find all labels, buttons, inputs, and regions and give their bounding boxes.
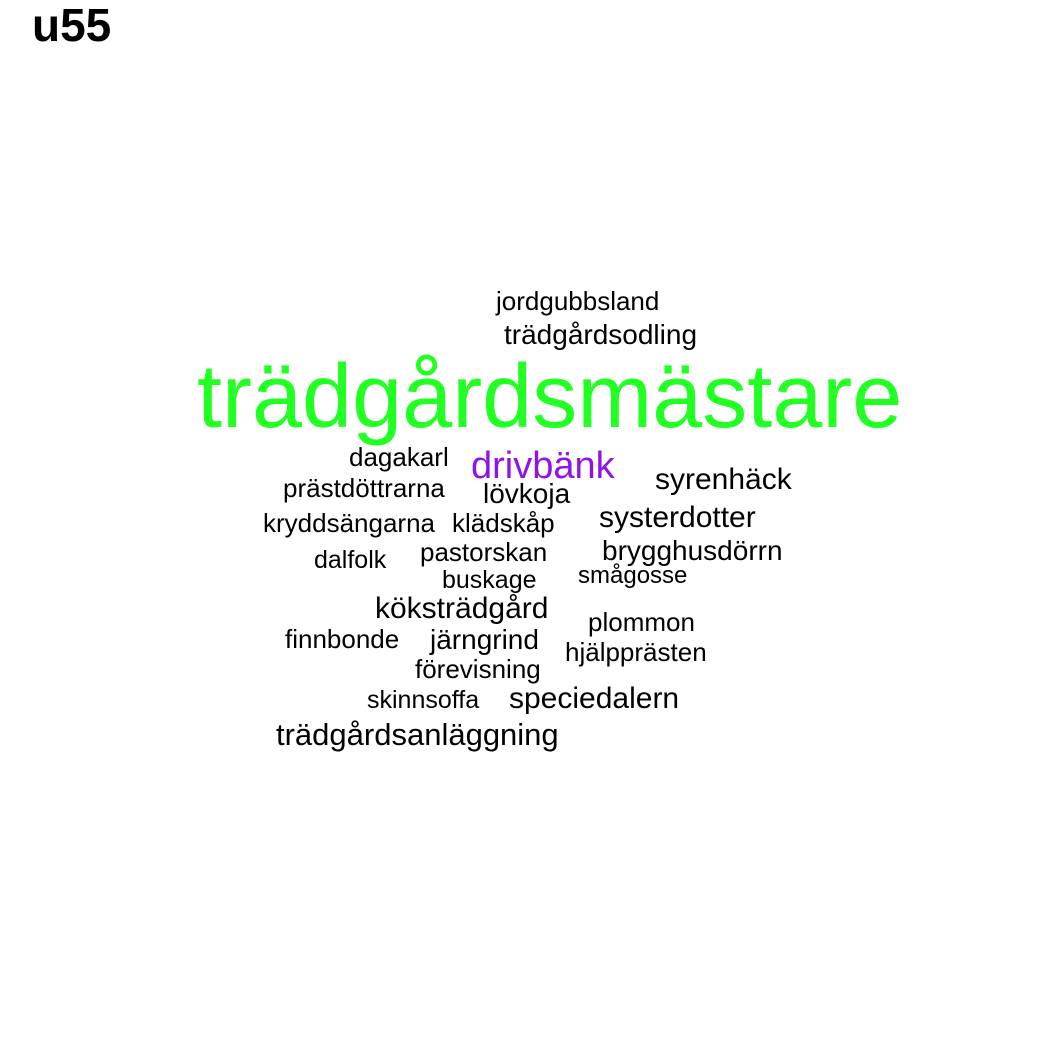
word-cloud-term: smågosse bbox=[578, 562, 688, 589]
word-cloud-term: lövkoja bbox=[483, 478, 571, 509]
word-cloud-term: kryddsängarna bbox=[263, 508, 435, 538]
word-cloud-term: syrenhäck bbox=[655, 463, 792, 496]
word-cloud-term: brygghusdörrn bbox=[602, 535, 783, 566]
page-title: u55 bbox=[32, 0, 112, 51]
word-cloud-term: trädgårdsmästare bbox=[197, 347, 903, 447]
word-cloud-term: finnbonde bbox=[285, 624, 400, 654]
word-cloud-term: drivbänk bbox=[471, 445, 615, 487]
word-cloud-term: trädgårdsanläggning bbox=[276, 717, 559, 752]
word-cloud-term: speciedalern bbox=[509, 682, 680, 715]
word-cloud-term: hjälpprästen bbox=[565, 637, 707, 667]
word-cloud-term: järngrind bbox=[430, 624, 539, 655]
word-cloud-term: köksträdgård bbox=[375, 592, 549, 625]
word-cloud-term: jordgubbsland bbox=[496, 286, 660, 316]
word-cloud-term: dagakarl bbox=[349, 442, 449, 472]
word-cloud-term: plommon bbox=[588, 607, 695, 637]
word-cloud-term: skinnsoffa bbox=[367, 686, 480, 714]
word-cloud-term: buskage bbox=[442, 566, 537, 594]
word-cloud-term: klädskåp bbox=[452, 508, 555, 538]
word-cloud-term: prästdöttrarna bbox=[283, 473, 445, 503]
word-cloud-term: systerdotter bbox=[599, 501, 756, 534]
word-cloud-term: dalfolk bbox=[314, 546, 387, 574]
word-cloud-term: pastorskan bbox=[420, 537, 548, 567]
word-cloud-term: förevisning bbox=[415, 654, 541, 684]
word-cloud-term: trädgårdsodling bbox=[504, 319, 698, 350]
